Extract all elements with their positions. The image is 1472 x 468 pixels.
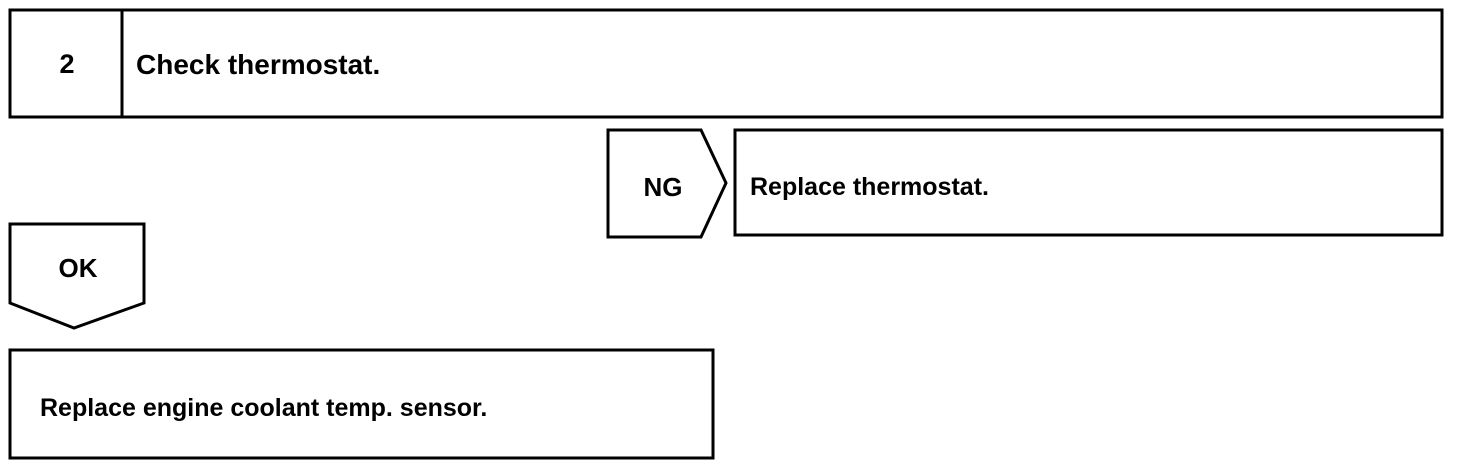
ng-action-box [733,128,1444,237]
step-header-box [8,8,1444,119]
ok-label: OK [58,253,98,283]
ng-arrow-tag [606,128,728,239]
ng-action-text: Replace thermostat. [750,173,989,201]
step-title: Check thermostat. [136,49,381,80]
ok-action-text: Replace engine coolant temp. sensor. [40,394,488,422]
step-number: 2 [59,49,75,79]
ok-arrow-tag [8,222,146,330]
ng-label: NG [643,172,683,202]
ok-action-box [8,348,715,460]
